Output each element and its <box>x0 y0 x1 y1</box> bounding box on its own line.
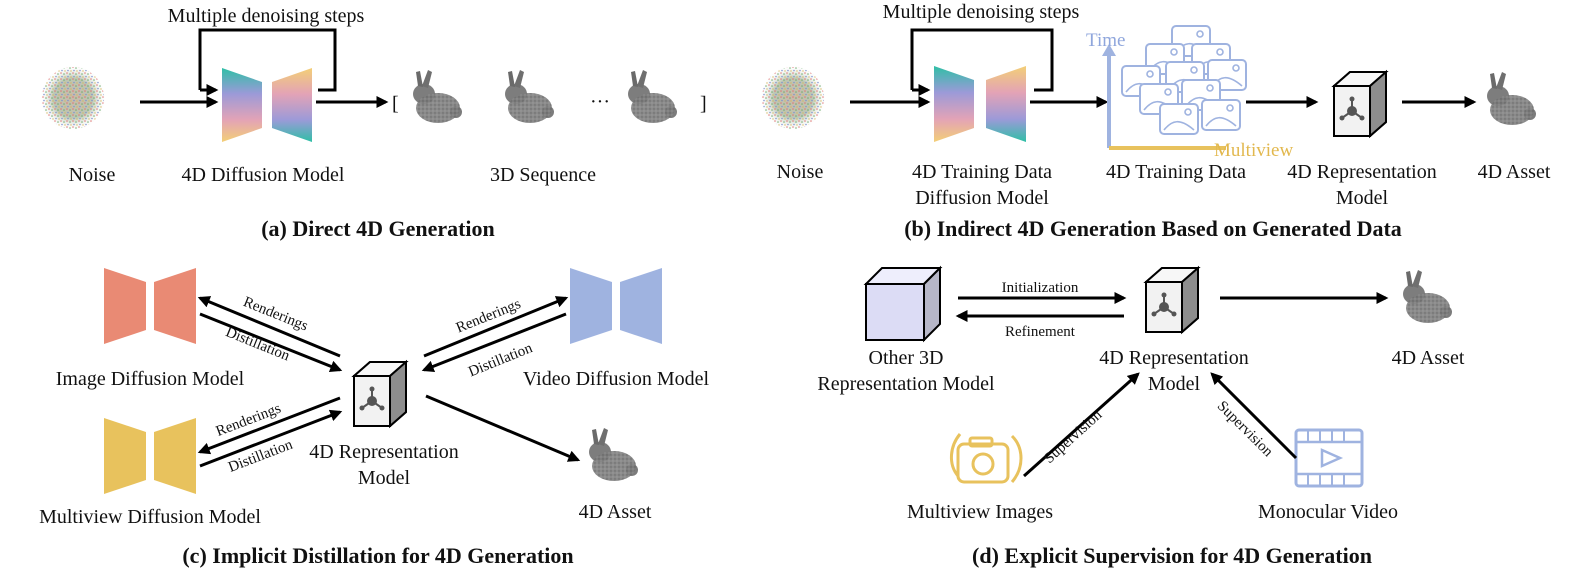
rep-label-c-2: Model <box>358 467 411 489</box>
denoising-loop-line-b <box>910 28 1054 92</box>
training-data-grid: Time Multiview <box>1086 25 1293 161</box>
bunny-frame-2 <box>505 70 554 123</box>
caption-a: (a) Direct 4D Generation <box>261 216 495 241</box>
data-model-label-2: Diffusion Model <box>915 187 1049 209</box>
noise-texture-b <box>762 67 824 129</box>
frame-thumb <box>1201 99 1241 131</box>
asset-bunny-c <box>589 428 638 481</box>
axis-time-label: Time <box>1086 30 1125 51</box>
distillation-arrow-image <box>199 312 343 373</box>
time-axis-head <box>1102 44 1116 56</box>
renderings-arrow-multiview <box>197 396 341 455</box>
rep-cube-d <box>1145 267 1199 333</box>
ellipsis: ··· <box>590 91 610 113</box>
multiview-model-label: Multiview Diffusion Model <box>39 506 261 528</box>
other-label-1: Other 3D <box>869 347 944 369</box>
asset-label-b: 4D Asset <box>1478 161 1551 183</box>
distillation-arrow-multiview <box>199 409 343 468</box>
diffusion-model-shape <box>222 68 312 142</box>
image-model-label: Image Diffusion Model <box>56 368 245 390</box>
rep-label-c-1: 4D Representation <box>309 441 458 463</box>
caption-d: (d) Explicit Supervision for 4D Generati… <box>972 543 1372 568</box>
rep-cube-c <box>353 361 407 427</box>
caption-c: (c) Implicit Distillation for 4D Generat… <box>182 543 573 568</box>
model-label: 4D Diffusion Model <box>182 164 345 186</box>
rep-cube-b <box>1333 71 1387 137</box>
initialization-label: Initialization <box>1002 280 1079 296</box>
rep-label-d-1: 4D Representation <box>1099 347 1248 369</box>
data-diffusion-model-shape <box>934 66 1026 142</box>
noise-label: Noise <box>69 164 116 186</box>
multiview-diffusion-shape <box>104 418 196 494</box>
bracket-open: [ <box>392 93 399 115</box>
panel-c: Image Diffusion Model Video Diffusion Mo… <box>39 268 710 568</box>
frame-thumb <box>1159 103 1199 135</box>
panel-b: Noise Multiple denoising steps 4D Traini… <box>760 1 1551 241</box>
rep-label-d-2: Model <box>1148 373 1201 395</box>
refinement-label: Refinement <box>1005 324 1076 340</box>
training-data-label: 4D Training Data <box>1106 161 1246 183</box>
data-model-label-1: 4D Training Data <box>912 161 1052 183</box>
asset-bunny-b <box>1487 72 1536 125</box>
bunny-frame-1 <box>413 70 462 123</box>
supervision-arrow-mv <box>1022 372 1140 478</box>
rep-to-asset-arrow-c <box>425 394 581 462</box>
sequence-label: 3D Sequence <box>490 164 596 186</box>
other-3d-cube <box>863 265 943 343</box>
rep-label-b-2: Model <box>1336 187 1389 209</box>
multiview-images-label: Multiview Images <box>907 501 1053 523</box>
bracket-close: ] <box>700 93 707 115</box>
video-icon <box>1294 428 1364 488</box>
noise-label-b: Noise <box>777 161 824 183</box>
other-label-2: Representation Model <box>817 373 995 395</box>
asset-bunny-d <box>1403 270 1452 323</box>
supervision-label-mv: Supervision <box>1041 407 1105 467</box>
loop-label-b: Multiple denoising steps <box>883 1 1080 23</box>
monocular-video-label: Monocular Video <box>1258 501 1398 523</box>
distillation-label-image: Distillation <box>223 324 292 364</box>
bunny-frame-3 <box>628 70 677 123</box>
panel-d: Other 3D Representation Model Initializa… <box>817 265 1465 568</box>
image-diffusion-shape <box>104 268 196 344</box>
supervision-arrow-video <box>1210 372 1298 460</box>
caption-b: (b) Indirect 4D Generation Based on Gene… <box>904 216 1402 241</box>
camera-cycle-icon <box>950 433 1023 484</box>
renderings-arrow-image <box>197 296 341 358</box>
renderings-arrow-video <box>423 296 569 358</box>
axis-multiview-label: Multiview <box>1214 140 1293 161</box>
panel-a: Noise Multiple denoising steps 4D Diffus… <box>40 5 707 241</box>
noise-texture <box>42 67 104 129</box>
asset-label-d: 4D Asset <box>1392 347 1465 369</box>
loop-label: Multiple denoising steps <box>168 5 365 27</box>
denoising-loop-line <box>198 28 337 92</box>
video-diffusion-shape <box>570 268 662 344</box>
video-model-label: Video Diffusion Model <box>523 368 710 390</box>
distillation-arrow-video <box>421 312 567 373</box>
asset-label-c: 4D Asset <box>579 501 652 523</box>
rep-label-b-1: 4D Representation <box>1287 161 1436 183</box>
